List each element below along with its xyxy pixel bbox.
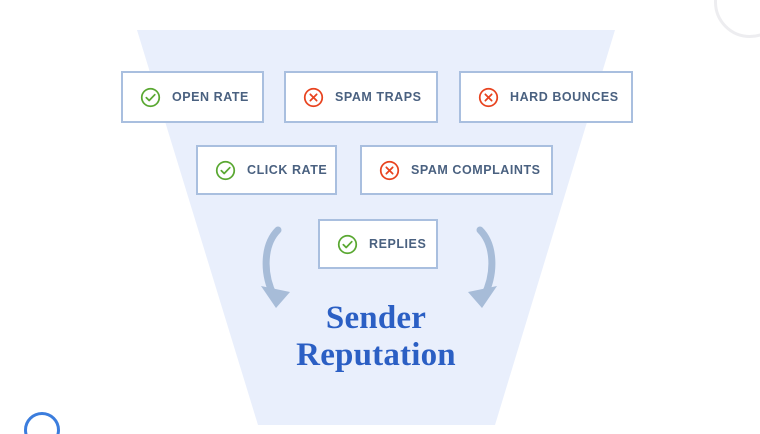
metric-label: OPEN RATE [172,90,249,104]
check-circle-icon [215,160,236,180]
check-circle-icon [140,87,161,107]
diagram-title: Sender Reputation [196,300,556,374]
metric-box-hard-bounces[interactable]: HARD BOUNCES [459,71,633,123]
x-circle-icon [478,87,499,107]
metric-box-spam-complaints[interactable]: SPAM COMPLAINTS [360,145,553,195]
metric-box-click-rate[interactable]: CLICK RATE [196,145,337,195]
metric-box-spam-traps[interactable]: SPAM TRAPS [284,71,438,123]
decorative-arc-bottom-left [24,412,60,434]
metric-label: REPLIES [369,237,427,251]
diagram-title-line-2: Reputation [296,336,456,373]
diagram-title-line-1: Sender [325,300,427,336]
metric-box-replies[interactable]: REPLIES [318,219,438,269]
x-circle-icon [379,160,400,180]
metric-label: HARD BOUNCES [510,90,619,104]
check-circle-icon [337,234,358,254]
x-circle-icon [303,87,324,107]
metric-label: SPAM TRAPS [335,90,422,104]
metric-box-open-rate[interactable]: OPEN RATE [121,71,264,123]
metric-label: CLICK RATE [247,163,328,177]
metric-label: SPAM COMPLAINTS [411,163,541,177]
